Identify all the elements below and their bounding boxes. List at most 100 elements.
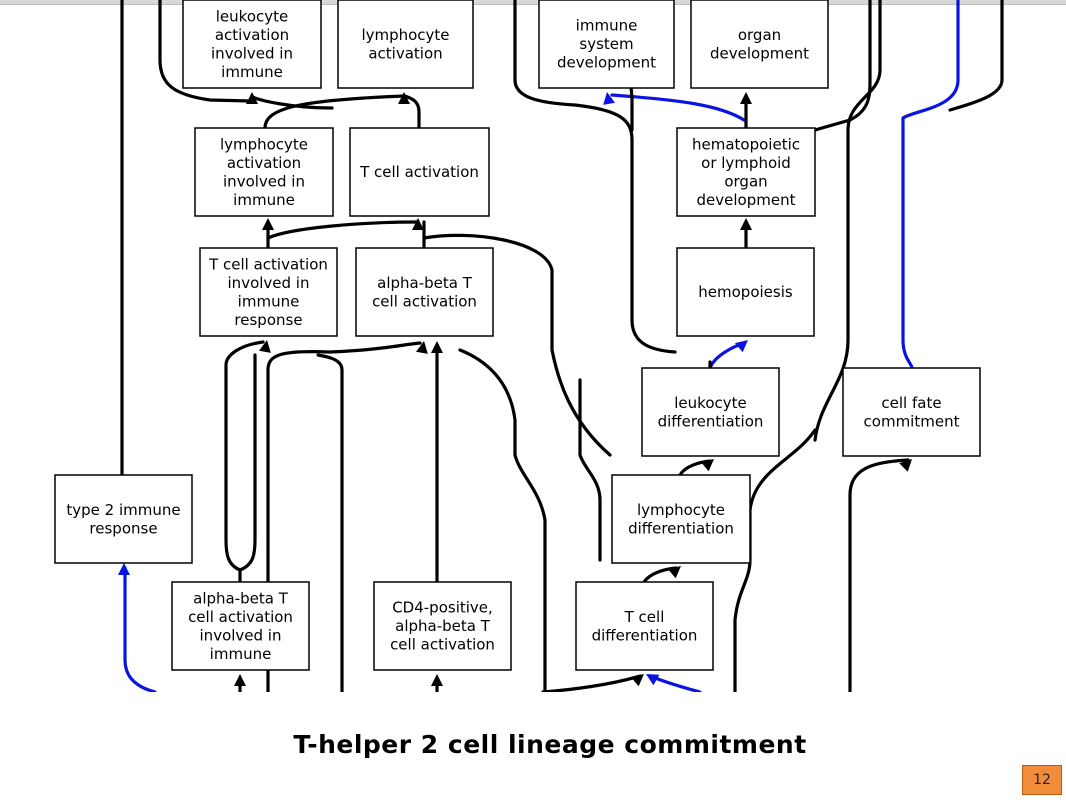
node-box xyxy=(349,127,490,217)
edge-lymph-diff-to-leuk-diff-arrowhead xyxy=(700,459,714,472)
edge-cell-fate-in xyxy=(848,458,910,692)
edge-lymph-diff-left xyxy=(578,378,602,562)
edge-cell-fate-blue xyxy=(901,0,960,370)
node-box xyxy=(538,0,675,89)
edge-cross-left xyxy=(266,341,422,692)
node-label-line: immune xyxy=(233,191,295,209)
edge-lymph-diff-right xyxy=(733,428,817,692)
edge-to-hemato-arrowhead xyxy=(740,218,752,230)
edge-t-cell-act-inv-up-arrowhead xyxy=(262,218,274,230)
node-box xyxy=(575,581,714,671)
edge-type2-blue xyxy=(123,566,157,692)
node-hemopoiesis: hemopoiesis xyxy=(676,247,815,337)
node-label-line: organ xyxy=(738,26,781,44)
node-label-line: CD4-positive, xyxy=(392,599,493,617)
node-label-line: involved in xyxy=(200,626,282,644)
node-label-line: response xyxy=(89,519,157,537)
edge-cell-fate-in-arrowhead xyxy=(899,459,912,472)
edge-t-cell-activation-up xyxy=(403,94,421,130)
edge-alpha-beta-inv-up-2 xyxy=(238,353,257,572)
node-label-line: activation xyxy=(368,44,442,62)
node-label-line: involved in xyxy=(223,172,305,190)
node-label-line: activation xyxy=(215,26,289,44)
edge-cd4-right xyxy=(458,348,547,692)
node-label-line: hematopoietic xyxy=(692,135,800,153)
edge-organ-right xyxy=(846,0,882,222)
node-label-line: immune xyxy=(210,645,272,663)
edge-t-cell-diff-to-lymph-diff-arrowhead xyxy=(667,566,681,579)
edge-hemopoiesis-to-hemato-arrowhead xyxy=(734,340,748,353)
node-box xyxy=(171,581,310,671)
node-label-line: cell fate xyxy=(881,394,941,412)
node-box xyxy=(337,0,474,89)
node-label-line: alpha-beta T xyxy=(395,617,491,635)
page-number-badge: 12 xyxy=(1022,765,1062,795)
node-label-line: alpha-beta T xyxy=(377,274,473,292)
edge-leukocyte-diff-to-hemato-left xyxy=(630,138,677,354)
node-label-line: cell activation xyxy=(390,636,495,654)
edge-immune-inner xyxy=(513,0,634,142)
edge-right-outer xyxy=(948,0,1004,112)
node-label-line: response xyxy=(234,311,302,329)
edge-alpha-beta-inv-up xyxy=(224,340,265,584)
node-box xyxy=(54,474,193,564)
node-box xyxy=(641,367,780,457)
edge-t-diff-in-left-arrowhead xyxy=(630,674,644,687)
edge-lymphocyte-act-left-trunk xyxy=(158,0,252,103)
edge-cross-left-arrowhead xyxy=(416,341,428,354)
node-label-line: involved in xyxy=(228,274,310,292)
node-box xyxy=(611,474,751,564)
node-label-line: development xyxy=(557,54,656,72)
node-label-line: immune xyxy=(576,17,638,35)
node-box xyxy=(194,127,334,217)
node-label-line: or lymphoid xyxy=(701,154,791,172)
edge-lymphocyte-activation-in xyxy=(263,94,406,130)
edge-to-organ-development-arrowhead xyxy=(740,92,752,104)
edge-lymphocyte-activation-in-arrowhead xyxy=(398,92,410,104)
edge-type2-blue-arrowhead xyxy=(118,563,130,575)
node-box xyxy=(182,0,322,89)
node-box xyxy=(373,581,512,671)
node-box xyxy=(199,247,338,337)
edge-bottom-in-2-arrowhead xyxy=(431,674,443,686)
node-label-line: organ xyxy=(724,172,767,190)
node-label-line: differentiation xyxy=(592,626,698,644)
edge-t-cell-act-inv-to-t-cell-act xyxy=(266,220,420,240)
node-box xyxy=(676,127,816,217)
node-label-line: immune xyxy=(238,292,300,310)
node-label-line: cell activation xyxy=(188,608,293,626)
node-label-line: alpha-beta T xyxy=(193,589,289,607)
node-label-line: lymphocyte xyxy=(220,135,308,153)
node-label-line: differentiation xyxy=(628,519,734,537)
node-label-line: T cell activation xyxy=(208,255,328,273)
edge-t-diff-in-left xyxy=(541,674,642,692)
node-label-line: involved in xyxy=(211,44,293,62)
node-box xyxy=(355,247,494,337)
edge-cd4-up-arrowhead xyxy=(431,341,443,353)
node-label-line: leukocyte xyxy=(216,7,288,25)
node-label-line: T cell activation xyxy=(359,163,479,181)
node-label-line: development xyxy=(710,44,809,62)
node-label-line: T cell xyxy=(624,608,665,626)
edge-t-cell-act-inv-to-t-cell-act-arrowhead xyxy=(412,218,424,230)
node-label-line: activation xyxy=(227,154,301,172)
node-label-line: hemopoiesis xyxy=(698,283,793,301)
node-box xyxy=(690,0,829,89)
node-label-line: type 2 immune xyxy=(66,501,180,519)
edge-t-diff-in-blue-arrowhead xyxy=(646,674,660,686)
edge-bottom-in-1-arrowhead xyxy=(234,674,246,686)
slide-top-border xyxy=(0,0,1066,5)
node-box xyxy=(842,367,981,457)
